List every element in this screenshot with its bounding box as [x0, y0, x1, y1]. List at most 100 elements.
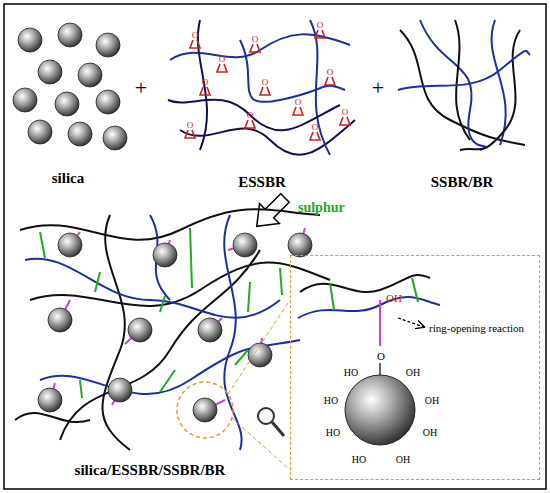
magnifier-part	[177, 382, 233, 438]
epoxide-rings-part	[217, 64, 227, 72]
crosslinks-part	[280, 268, 282, 295]
filler-particles-part	[233, 233, 257, 257]
silica-particles-part	[58, 23, 82, 47]
filler-particles-part	[153, 243, 177, 267]
silica-particles-part	[96, 90, 120, 114]
crosslinks-part	[235, 350, 248, 365]
epoxide-rings-part	[245, 120, 255, 128]
filler-particles-part	[128, 318, 152, 342]
filler-particles-part	[108, 378, 132, 402]
group-label: OH	[406, 368, 420, 378]
inset-illustration-part	[300, 275, 430, 292]
filler-particles-part	[38, 388, 62, 412]
epoxide-rings-part	[340, 117, 350, 125]
filler-particles-part	[193, 398, 217, 422]
crosslinks-part	[40, 232, 45, 258]
composite-chains-part	[30, 263, 330, 307]
caption-label: silica/ESSBR/SSBR/BR	[75, 463, 226, 478]
magnifier-part	[258, 408, 274, 424]
group-label: HO	[344, 368, 358, 378]
inset-illustration	[298, 275, 440, 445]
silica-particles-part	[55, 92, 79, 116]
inset-box: OHring-opening reactionOHOOHHOOHHOOHHOOH	[290, 255, 540, 480]
atom-label: O	[187, 121, 194, 130]
inset-illustration-part	[398, 318, 424, 327]
magnifier	[177, 300, 290, 470]
silica-particles-part	[68, 122, 92, 146]
epoxide-rings-part	[310, 132, 320, 140]
atom-label: O	[262, 78, 269, 87]
group-label: HO	[326, 428, 340, 438]
silica-particles-part	[78, 63, 102, 87]
filler-particles-part	[288, 233, 312, 257]
atom-label: O	[252, 35, 259, 44]
silica-particles-part	[96, 33, 120, 57]
crosslinks-part	[160, 296, 165, 312]
caption-label: ESSBR	[238, 175, 286, 190]
magnifier-part	[232, 418, 290, 470]
ssbr-br-chains-part	[460, 30, 520, 150]
magnifier-part	[272, 422, 284, 436]
inset-illustration-part	[345, 375, 415, 445]
crosslinks-part	[248, 282, 250, 312]
epoxide-rings-part	[260, 87, 270, 95]
inset-illustration-part	[412, 278, 418, 302]
atom-label: O	[342, 108, 349, 117]
crosslinks-part	[95, 272, 100, 292]
composite-chains	[15, 209, 330, 450]
crosslinks-part	[80, 380, 82, 398]
plus-sign: +	[372, 77, 384, 99]
group-label: OH	[423, 428, 437, 438]
filler-particles-part	[198, 318, 222, 342]
ssbr-br-chains-part	[492, 20, 506, 145]
silica-particles-part	[18, 28, 42, 52]
atom-label: O	[247, 111, 254, 120]
composite-chains-part	[40, 340, 300, 394]
caption-label: SSBR/BR	[431, 175, 494, 190]
ssbr-br-chains	[398, 20, 530, 150]
filler-particles-part	[248, 343, 272, 367]
epoxide-rings-part	[185, 130, 195, 138]
epoxide-rings-part	[250, 44, 260, 52]
inset-illustration-part	[330, 283, 334, 310]
atom-label: O	[295, 98, 302, 107]
silica-particles-part	[38, 60, 62, 84]
reaction-label: ring-opening reaction	[429, 323, 524, 334]
atom-label: O	[312, 123, 319, 132]
atom-label: O	[192, 31, 199, 40]
silica-particles-part	[13, 88, 37, 112]
crosslinks-part	[160, 370, 175, 392]
epoxide-rings	[185, 30, 350, 140]
group-label: HO	[352, 455, 366, 465]
epoxide-rings-part	[293, 107, 303, 115]
epoxide-rings-part	[200, 87, 210, 95]
caption-label: silica	[52, 171, 85, 186]
group-label: HO	[324, 396, 338, 406]
silica-particles-part	[28, 120, 52, 144]
atom-label: O	[317, 21, 324, 30]
plus-sign: +	[135, 77, 147, 99]
outer-frame	[4, 4, 546, 489]
silica-particles-part	[103, 126, 127, 150]
caption-label: sulphur	[298, 201, 345, 215]
epoxide-rings-part	[315, 30, 325, 38]
group-label: OH	[425, 396, 439, 406]
inset-illustration-part	[379, 363, 381, 375]
magnifier-part	[228, 300, 290, 394]
crosslinks	[40, 228, 305, 410]
epoxide-rings-part	[190, 40, 200, 48]
essbr-chains-part	[240, 40, 345, 102]
filler-particles-part	[48, 308, 72, 332]
silica-particles	[13, 23, 127, 150]
atom-label: O	[219, 55, 226, 64]
crosslinks-part	[190, 228, 192, 288]
composite-chains-part	[15, 413, 90, 422]
inset-illustration-part	[298, 297, 440, 318]
ssbr-br-chains-part	[398, 51, 530, 90]
atom-label: O	[327, 68, 334, 77]
ssbr-br-chains-part	[455, 20, 470, 140]
epoxide-rings-part	[325, 77, 335, 85]
group-label: OH	[396, 455, 410, 465]
